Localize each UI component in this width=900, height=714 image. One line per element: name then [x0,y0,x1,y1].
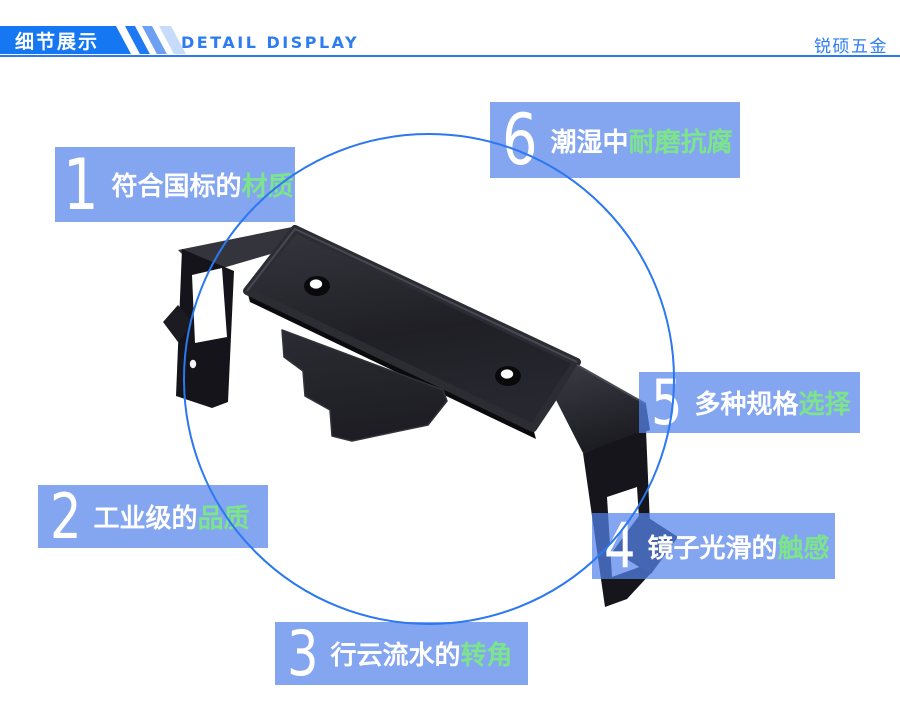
callout-5-highlight: 选择 [798,390,851,420]
callout-4-number: 4 [604,509,636,582]
left-flange-front [176,249,234,408]
left-flange-top-face [178,227,312,274]
plate-hole-1 [304,276,330,296]
left-hook-tab [163,305,193,342]
section-header: 细节展示 DETAIL DISPLAY 锐硕五金 [0,0,900,58]
callout-3-number: 3 [287,616,319,690]
right-arm-highlight [576,364,647,405]
callout-2-number: 2 [50,479,82,553]
section-title-badge: 细节展示 [0,26,131,54]
callout-3-highlight: 转角 [460,641,513,671]
callout-6-text: 潮湿中 [550,127,629,158]
plate-hole-2-center [500,369,514,379]
callout-1-number: 1 [63,143,99,226]
callout-4-highlight: 触感 [777,533,830,564]
header-rule [0,55,900,57]
callout-1-text: 符合国标的 [111,172,242,202]
callout-6-highlight: 耐磨抗腐 [628,127,733,158]
left-flange [163,227,312,408]
stepped-plate [281,329,448,442]
section-title-en: DETAIL DISPLAY [181,33,360,52]
callout-2-text: 工业级的 [93,504,198,534]
plate-hole-1-center [309,279,323,289]
callout-3-corners: 3 行云流水的转角 [275,622,528,685]
left-screw-hole [189,359,197,369]
callout-5-text: 多种规格 [694,390,799,420]
brand-name: 锐硕五金 [814,37,888,57]
plate-edge-highlight [246,227,578,363]
plate-hole-2 [495,366,521,386]
callout-4-text: 镜子光滑的 [647,533,778,564]
callout-2-quality: 2 工业级的品质 [38,485,268,548]
callout-5-specs: 5 多种规格选择 [639,365,860,439]
callout-3-text: 行云流水的 [330,641,461,671]
callout-5-number: 5 [651,365,683,439]
section-title-cn: 细节展示 [15,30,100,53]
left-flange-cutout [192,268,227,343]
plate-edge [247,291,536,439]
callout-4-touch: 4 镜子光滑的触感 [592,513,835,579]
callout-1-material: 1 符合国标的材质 [55,147,295,222]
plate-face [243,225,581,432]
mounting-plate [243,225,581,439]
right-arm [556,365,650,453]
callout-6-number: 6 [502,99,538,181]
callout-2-highlight: 品质 [197,504,250,534]
callout-6-corrosion: 6 潮湿中耐磨抗腐 [490,102,740,178]
callout-1-highlight: 材质 [241,172,294,202]
